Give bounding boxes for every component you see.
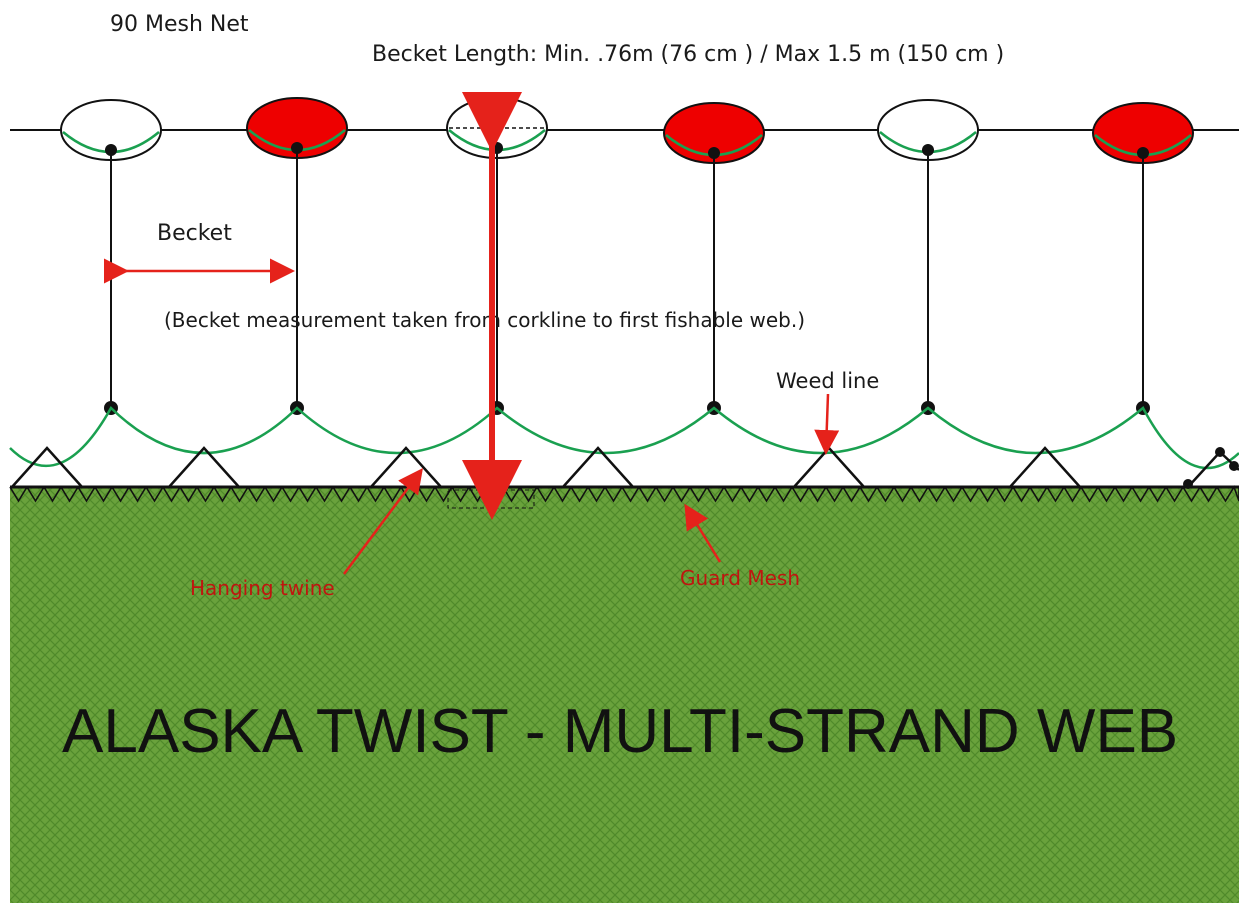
beckets-group — [104, 148, 1150, 415]
guard-mesh-label: Guard Mesh — [680, 566, 800, 590]
hanging-twine-label: Hanging twine — [190, 576, 335, 600]
becket-label: Becket — [157, 221, 232, 246]
guard-mesh — [9, 485, 1239, 503]
hanging-twine-triangle — [370, 446, 442, 488]
weed-line — [9, 405, 1239, 470]
twine-knot — [1229, 461, 1239, 471]
web-area — [10, 487, 1239, 903]
hanging-twine-triangle — [562, 446, 634, 488]
becket-length-note: Becket Length: Min. .76m (76 cm ) / Max … — [372, 42, 1004, 67]
web-type-label: ALASKA TWIST - MULTI-STRAND WEB — [62, 697, 1178, 766]
guard-mesh-arrow — [684, 503, 722, 563]
measurement-note: (Becket measurement taken from corkline … — [164, 308, 805, 332]
weed-line-label: Weed line — [776, 369, 879, 393]
twine-knot — [1183, 479, 1193, 489]
hanging-twine-triangle — [168, 446, 240, 488]
hanging-twine-triangle — [11, 446, 83, 488]
twine-knot — [1215, 447, 1225, 457]
title: 90 Mesh Net — [110, 12, 249, 37]
hanging-twine-group — [11, 446, 1239, 489]
hanging-twine-arrow — [342, 467, 423, 575]
hanging-twine-triangle — [1009, 446, 1081, 488]
weed-line-arrow — [814, 393, 840, 455]
